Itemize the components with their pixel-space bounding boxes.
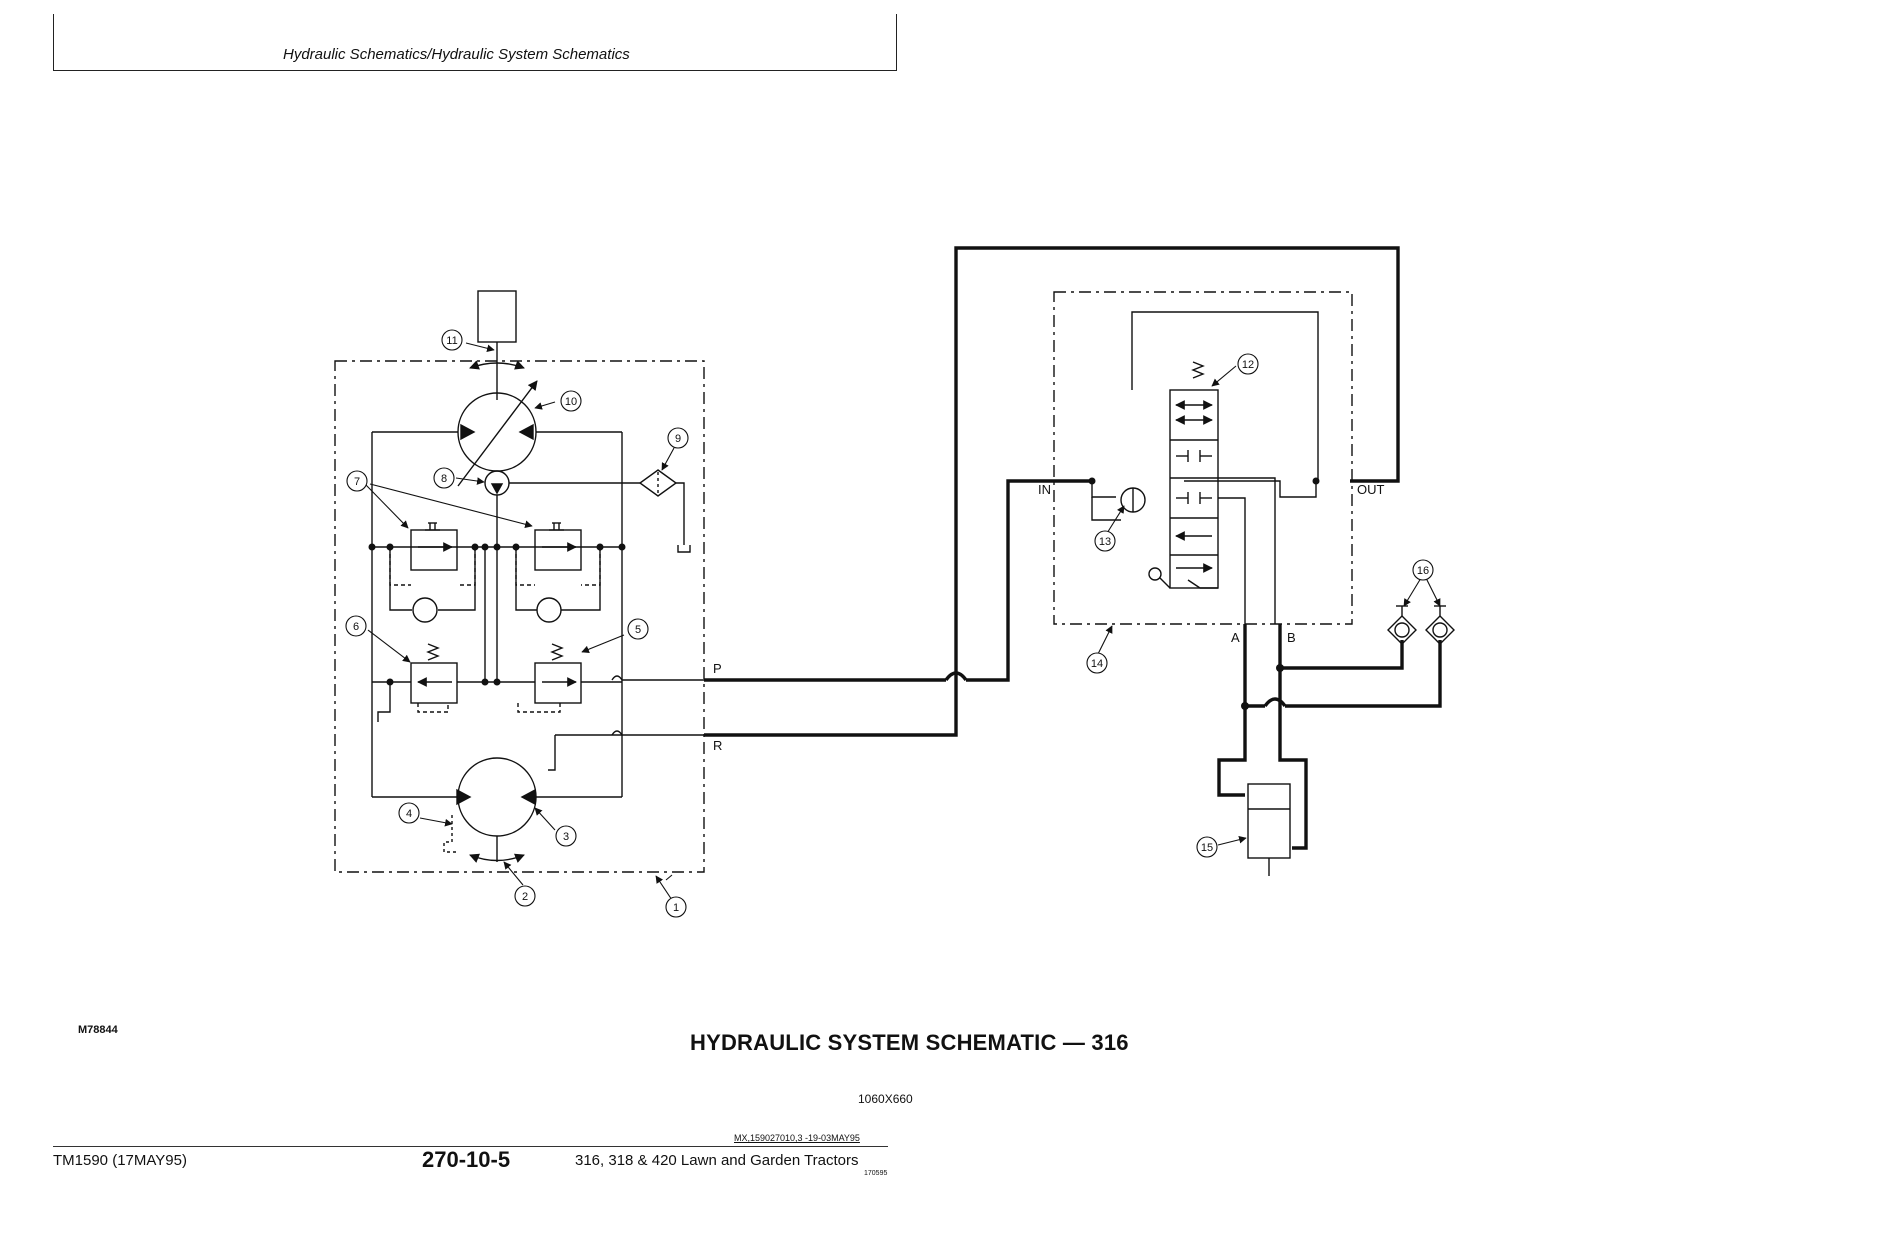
port-p-label: P [713, 661, 722, 676]
figure-dimensions: 1060X660 [858, 1092, 913, 1106]
coupler-left [1388, 616, 1416, 644]
callout-16: 16 [1417, 565, 1429, 577]
callout-15: 15 [1201, 842, 1213, 854]
footer-manual-id: TM1590 (17MAY95) [53, 1152, 187, 1169]
coupler-right [1426, 616, 1454, 644]
engine-block [478, 291, 516, 342]
callout-4: 4 [406, 808, 412, 820]
callout-11: 11 [446, 335, 457, 347]
control-valve-enclosure [1054, 292, 1352, 624]
relief-valve-left [411, 663, 457, 703]
return-line [704, 248, 1398, 735]
port-b-label: B [1287, 630, 1296, 645]
callout-5: 5 [635, 624, 641, 636]
callout-6: 6 [353, 621, 359, 633]
valve-handle [1149, 568, 1161, 580]
footer-code: MX,159027010,3 -19-03MAY95 [734, 1133, 860, 1143]
port-r-label: R [713, 738, 722, 753]
callout-3: 3 [563, 831, 569, 843]
callout-7: 7 [354, 476, 360, 488]
check-valve-right [535, 530, 581, 570]
callout-9: 9 [675, 433, 681, 445]
callout-10: 10 [565, 396, 577, 408]
footer-book-title: 316, 318 & 420 Lawn and Garden Tractors [575, 1152, 859, 1169]
check-valve-left [411, 530, 457, 570]
figure-title: HYDRAULIC SYSTEM SCHEMATIC — 316 [690, 1030, 1129, 1056]
callout-2: 2 [522, 891, 528, 903]
callout-1: 1 [673, 902, 679, 914]
callout-8: 8 [441, 473, 447, 485]
transmission-enclosure [335, 361, 704, 872]
hydraulic-cylinder [1248, 784, 1290, 858]
figure-id: M78844 [78, 1024, 118, 1036]
callout-13: 13 [1099, 536, 1111, 548]
footer-small-code: 170595 [864, 1170, 887, 1177]
footer-page-number: 270-10-5 [422, 1147, 510, 1173]
relief-valve-right [535, 663, 581, 703]
callout-12: 12 [1242, 359, 1254, 371]
port-in-label: IN [1038, 482, 1051, 497]
callout-14: 14 [1091, 658, 1103, 670]
port-a-label: A [1231, 630, 1240, 645]
port-out-label: OUT [1357, 482, 1385, 497]
